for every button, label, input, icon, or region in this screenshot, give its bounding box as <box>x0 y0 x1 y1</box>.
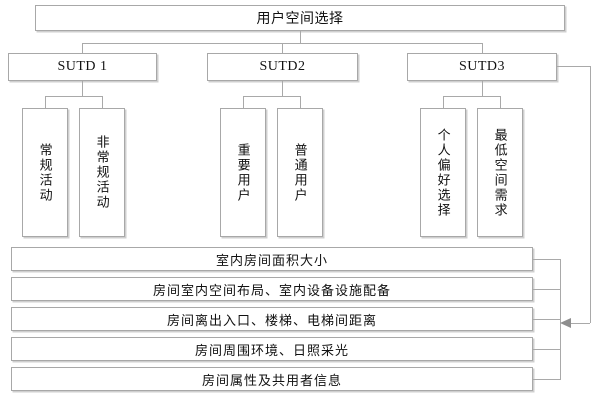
connector-branch2-stem <box>282 81 283 96</box>
leaf-node-label: 非常规活动 <box>94 135 110 210</box>
attribute-row-label: 室内房间面积大小 <box>215 252 328 268</box>
connector-attr2-to-bus <box>533 289 560 290</box>
connector-branch3-stem <box>482 81 483 96</box>
connector-attr3-to-bus <box>533 319 560 320</box>
connector-root-to-branch-3 <box>482 43 483 53</box>
leaf-node-personal-preference[interactable]: 个人偏好选择 <box>420 108 466 237</box>
attribute-row-surroundings-daylight[interactable]: 房间周围环境、日照采光 <box>11 337 533 361</box>
connector-branch3-feedback-down <box>590 66 591 323</box>
attribute-row-room-area[interactable]: 室内房间面积大小 <box>11 247 533 271</box>
connector-branch2-to-leaf2 <box>300 96 301 108</box>
branch-node-sutd-2[interactable]: SUTD2 <box>207 53 358 81</box>
feedback-arrowhead-icon <box>560 318 571 328</box>
connector-branch2-bus <box>243 96 301 97</box>
leaf-node-label: 常规活动 <box>37 142 53 203</box>
leaf-node-label: 个人偏好选择 <box>435 127 451 218</box>
connector-branch1-to-leaf1 <box>45 96 46 108</box>
connector-branch3-bus <box>443 96 501 97</box>
attribute-row-room-attributes-sharers[interactable]: 房间属性及共用者信息 <box>11 367 533 391</box>
connector-attr1-to-bus <box>533 259 560 260</box>
leaf-node-label: 普通用户 <box>292 142 308 203</box>
branch-node-sutd-3[interactable]: SUTD3 <box>407 53 557 81</box>
attribute-row-label: 房间周围环境、日照采光 <box>194 342 349 358</box>
attribute-row-label: 房间室内空间布局、室内设备设施配备 <box>152 282 391 298</box>
leaf-node-irregular-activity[interactable]: 非常规活动 <box>79 108 125 237</box>
connector-branch1-to-leaf2 <box>102 96 103 108</box>
leaf-node-regular-activity[interactable]: 常规活动 <box>22 108 68 237</box>
attribute-row-interior-layout[interactable]: 房间室内空间布局、室内设备设施配备 <box>11 277 533 301</box>
branch-node-label: SUTD3 <box>458 59 506 74</box>
connector-branch3-feedback-in <box>570 323 590 324</box>
leaf-node-ordinary-user[interactable]: 普通用户 <box>277 108 323 237</box>
connector-branch3-feedback-top <box>557 66 590 67</box>
connector-attr5-to-bus <box>533 379 560 380</box>
attribute-row-label: 房间离出入口、楼梯、电梯间距离 <box>166 312 377 328</box>
root-node-label: 用户空间选择 <box>256 10 344 26</box>
leaf-node-label: 重要用户 <box>235 142 251 203</box>
connector-branch2-to-leaf1 <box>243 96 244 108</box>
attribute-row-distance-to-exits[interactable]: 房间离出入口、楼梯、电梯间距离 <box>11 307 533 331</box>
connector-branch3-to-leaf1 <box>443 96 444 108</box>
branch-node-label: SUTD 1 <box>57 59 108 74</box>
connector-root-stem <box>300 31 301 43</box>
branch-node-sutd-1[interactable]: SUTD 1 <box>8 53 157 81</box>
leaf-node-important-user[interactable]: 重要用户 <box>220 108 266 237</box>
connector-branch1-stem <box>82 81 83 96</box>
connector-branch1-bus <box>45 96 103 97</box>
connector-attr4-to-bus <box>533 349 560 350</box>
leaf-node-label: 最低空间需求 <box>492 127 508 218</box>
attribute-row-label: 房间属性及共用者信息 <box>201 372 342 388</box>
branch-node-label: SUTD2 <box>259 59 306 74</box>
connector-root-to-branch-1 <box>82 43 83 53</box>
connector-root-to-branch-2 <box>282 43 283 53</box>
leaf-node-minimum-space-requirement[interactable]: 最低空间需求 <box>477 108 523 237</box>
root-node-user-space-selection[interactable]: 用户空间选择 <box>35 5 565 31</box>
connector-branch3-to-leaf2 <box>500 96 501 108</box>
